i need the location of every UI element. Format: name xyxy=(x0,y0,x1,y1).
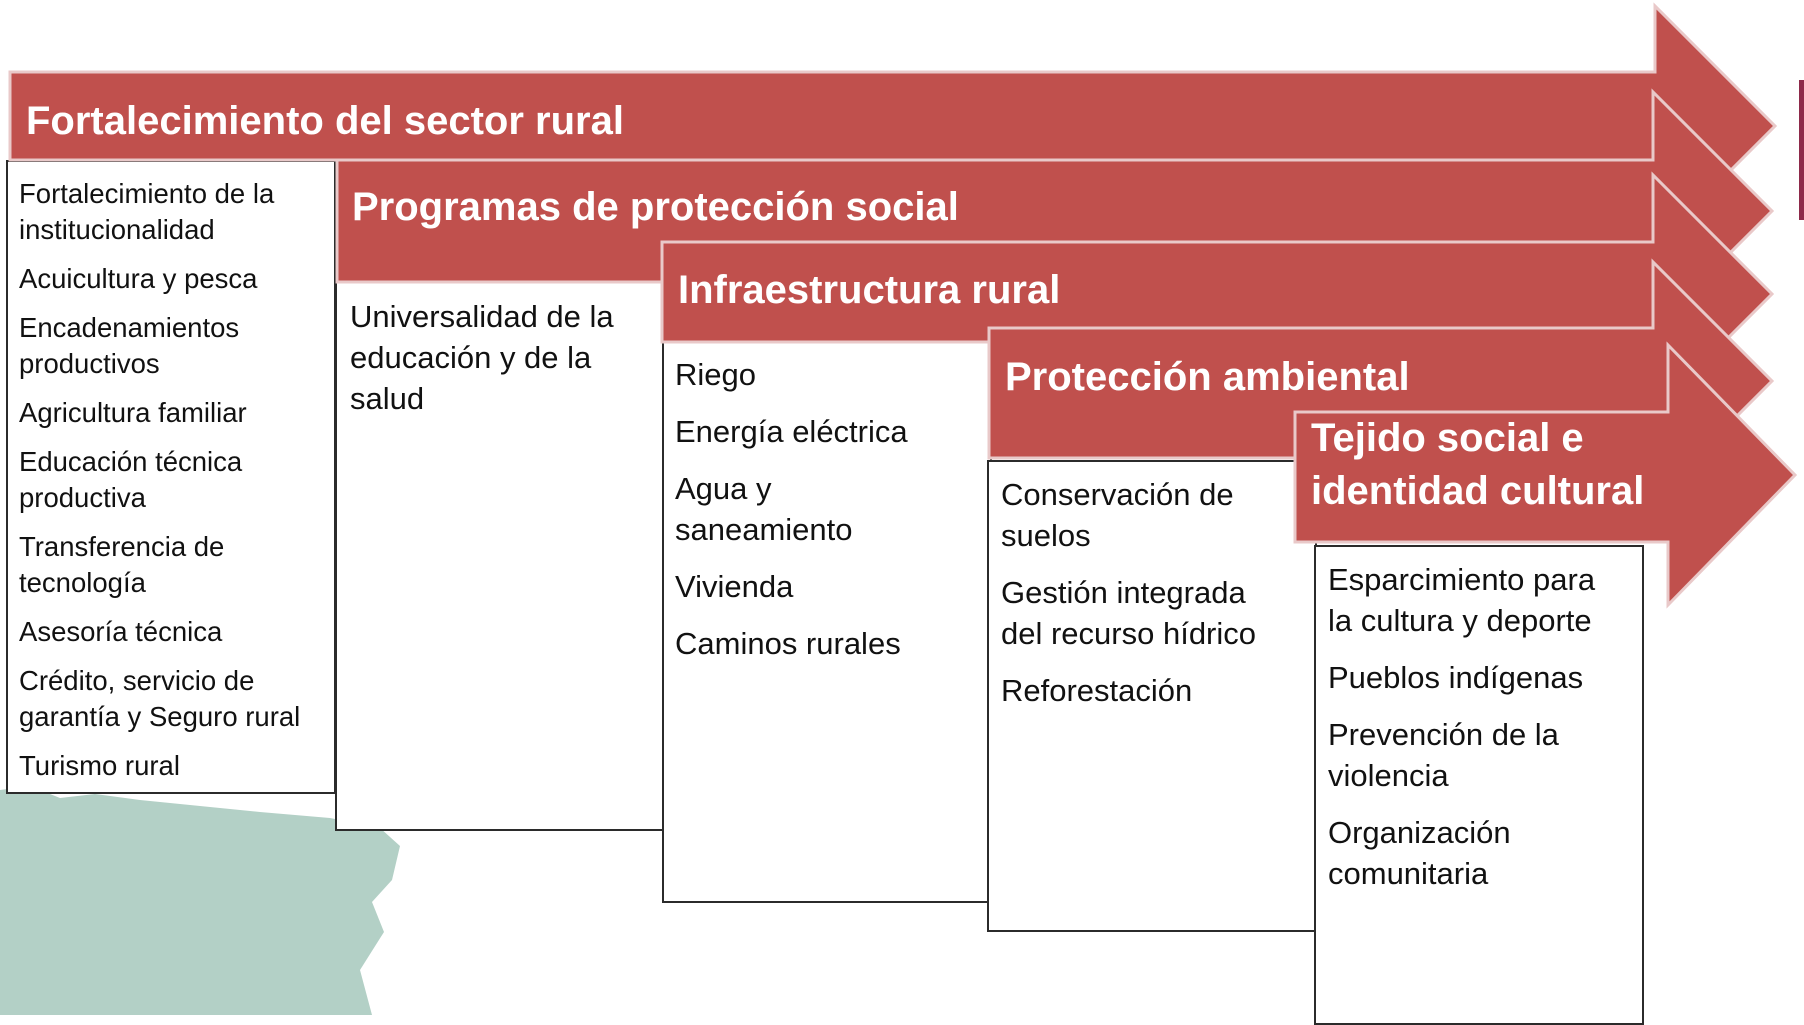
stage-4-item: Reforestación xyxy=(1001,673,1193,708)
stage-1-item: Transferencia de tecnología xyxy=(19,531,225,598)
stage-3-item: Agua y saneamiento xyxy=(675,471,853,547)
stage-5-item: Organización comunitaria xyxy=(1328,815,1511,891)
stage-1-card: Fortalecimiento de la institucionalidad … xyxy=(6,160,336,794)
stage-3-title: Infraestructura rural xyxy=(678,268,1061,312)
stage-5-item: Prevención de la violencia xyxy=(1328,717,1559,793)
stage-1-list: Fortalecimiento de la institucionalidad … xyxy=(19,176,324,784)
stage-5-item: Esparcimiento para la cultura y deporte xyxy=(1328,562,1596,638)
stage-4-title: Protección ambiental xyxy=(1005,355,1410,399)
stage-5-list: Esparcimiento para la cultura y deporte … xyxy=(1328,559,1632,894)
stage-2-card: Universalidad de la educación y de la sa… xyxy=(335,280,665,831)
stage-4-card: Conservación de suelos Gestión integrada… xyxy=(987,460,1317,932)
stage-2-title: Programas de protección social xyxy=(352,185,959,229)
stage-3-item: Energía eléctrica xyxy=(675,414,908,449)
stage-3-card: Riego Energía eléctrica Agua y saneamien… xyxy=(662,340,992,903)
stage-2-item: Universalidad de la educación y de la sa… xyxy=(350,299,614,416)
stage-5-item: Pueblos indígenas xyxy=(1328,660,1584,695)
stage-2-list: Universalidad de la educación y de la sa… xyxy=(350,296,653,419)
stage-5-card: Esparcimiento para la cultura y deporte … xyxy=(1314,545,1644,1025)
stage-3-item: Caminos rurales xyxy=(675,626,901,661)
stage-1-item: Turismo rural xyxy=(19,750,180,781)
map-silhouette xyxy=(0,786,400,1015)
stage-1-item: Crédito, servicio de garantía y Seguro r… xyxy=(19,665,301,732)
accent-bar xyxy=(1799,80,1804,220)
stage-1-title: Fortalecimiento del sector rural xyxy=(26,99,624,143)
stage-1-item: Encadenamientos productivos xyxy=(19,312,240,379)
stage-1-item: Educación técnica productiva xyxy=(19,446,243,513)
stage-3-list: Riego Energía eléctrica Agua y saneamien… xyxy=(675,354,980,664)
stage-3-item: Riego xyxy=(675,357,756,392)
stage-1-item: Fortalecimiento de la institucionalidad xyxy=(19,178,275,245)
stage-3-item: Vivienda xyxy=(675,569,794,604)
stage-1-item: Agricultura familiar xyxy=(19,397,247,428)
stage-5-title: Tejido social e identidad cultural xyxy=(1311,416,1645,513)
stage-4-item: Conservación de suelos xyxy=(1001,477,1234,553)
stage-4-list: Conservación de suelos Gestión integrada… xyxy=(1001,474,1305,711)
stage-1-item: Asesoría técnica xyxy=(19,616,223,647)
stage-4-item: Gestión integrada del recurso hídrico xyxy=(1001,575,1257,651)
stage-1-item: Acuicultura y pesca xyxy=(19,263,258,294)
